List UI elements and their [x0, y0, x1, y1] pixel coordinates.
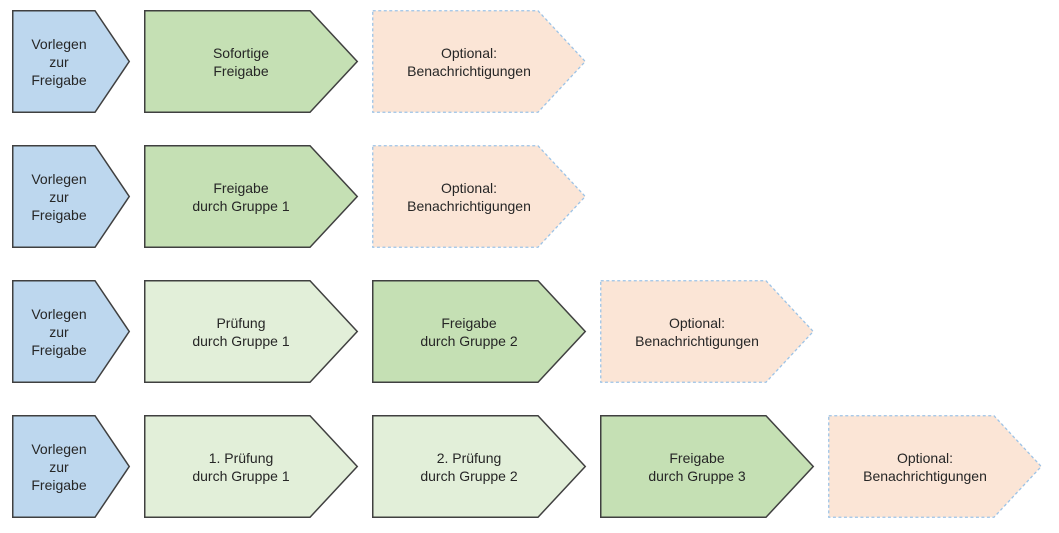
arrow-polygon: [600, 415, 815, 518]
arrow-polygon: [372, 415, 587, 518]
arrow-polygon: [144, 280, 359, 383]
step-freigabe-gruppe-3: Freigabe durch Gruppe 3: [600, 415, 815, 518]
step-optional-benachrichtigungen: Optional: Benachrichtigungen: [828, 415, 1043, 518]
step-freigabe-gruppe-1: Freigabe durch Gruppe 1: [144, 145, 359, 248]
step-freigabe-gruppe-2: Freigabe durch Gruppe 2: [372, 280, 587, 383]
arrow-polygon: [12, 145, 131, 248]
arrow-shape: [12, 415, 131, 518]
arrow-shape: [600, 415, 815, 518]
arrow-shape: [144, 145, 359, 248]
arrow-shape: [12, 280, 131, 383]
step-vorlegen-zur-freigabe: Vorlegen zur Freigabe: [12, 415, 131, 518]
arrow-polygon: [12, 10, 131, 113]
arrow-shape: [372, 280, 587, 383]
arrow-polygon: [372, 145, 587, 248]
arrow-shape: [12, 10, 131, 113]
arrow-polygon: [12, 280, 131, 383]
arrow-polygon: [144, 415, 359, 518]
step-2-pruefung-gruppe-2: 2. Prüfung durch Gruppe 2: [372, 415, 587, 518]
arrow-shape: [12, 145, 131, 248]
workflow-row-4: Vorlegen zur Freigabe 1. Prüfung durch G…: [12, 415, 1059, 518]
workflow-row-2: Vorlegen zur Freigabe Freigabe durch Gru…: [12, 145, 1059, 248]
workflow-row-1: Vorlegen zur Freigabe Sofortige Freigabe…: [12, 10, 1059, 113]
step-optional-benachrichtigungen: Optional: Benachrichtigungen: [372, 10, 587, 113]
arrow-shape: [144, 10, 359, 113]
step-1-pruefung-gruppe-1: 1. Prüfung durch Gruppe 1: [144, 415, 359, 518]
step-sofortige-freigabe: Sofortige Freigabe: [144, 10, 359, 113]
arrow-polygon: [372, 280, 587, 383]
arrow-shape: [144, 280, 359, 383]
step-optional-benachrichtigungen: Optional: Benachrichtigungen: [372, 145, 587, 248]
arrow-shape: [600, 280, 815, 383]
arrow-shape: [144, 415, 359, 518]
step-vorlegen-zur-freigabe: Vorlegen zur Freigabe: [12, 10, 131, 113]
arrow-polygon: [144, 10, 359, 113]
step-optional-benachrichtigungen: Optional: Benachrichtigungen: [600, 280, 815, 383]
arrow-polygon: [600, 280, 815, 383]
arrow-shape: [828, 415, 1043, 518]
step-pruefung-gruppe-1: Prüfung durch Gruppe 1: [144, 280, 359, 383]
arrow-polygon: [12, 415, 131, 518]
arrow-shape: [372, 415, 587, 518]
workflow-row-3: Vorlegen zur Freigabe Prüfung durch Grup…: [12, 280, 1059, 383]
step-vorlegen-zur-freigabe: Vorlegen zur Freigabe: [12, 280, 131, 383]
arrow-shape: [372, 10, 587, 113]
arrow-polygon: [372, 10, 587, 113]
step-vorlegen-zur-freigabe: Vorlegen zur Freigabe: [12, 145, 131, 248]
arrow-polygon: [828, 415, 1043, 518]
arrow-polygon: [144, 145, 359, 248]
arrow-shape: [372, 145, 587, 248]
